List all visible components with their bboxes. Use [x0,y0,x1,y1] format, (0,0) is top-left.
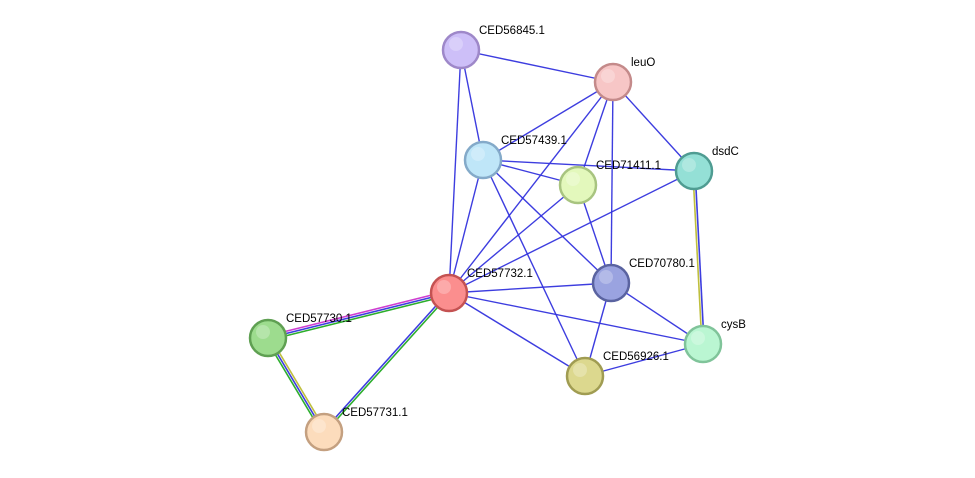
edge-evidence-line [694,170,705,344]
edge-dsdc-ced57732-1 [448,170,695,294]
edge-evidence-line [460,49,614,83]
edge-ced57439-1-ced56926-1 [482,159,586,377]
edge-ced70780-1-ced57732-1 [448,282,612,294]
edge-evidence-line [267,292,450,339]
edge-evidence-line [322,291,449,432]
edge-ced57732-1-ced57731-1 [322,291,451,434]
edge-evidence-line [448,49,462,294]
node-highlight [437,280,451,294]
edge-ced57439-1-ced70780-1 [482,159,612,284]
node-circle[interactable] [463,140,503,180]
edge-evidence-line [448,292,586,377]
edge-leuo-ced70780-1 [610,81,614,284]
node-label: CED71411.1 [596,160,661,172]
node-ced56845-1[interactable]: CED56845.1 [441,25,545,70]
edge-ced57732-1-ced56926-1 [448,292,586,377]
edge-ced57732-1-ced57730-1 [267,290,450,341]
node-highlight [566,172,580,186]
edge-evidence-line [448,81,614,294]
edge-evidence-line [448,282,612,294]
edge-leuo-dsdc [612,81,695,172]
node-dsdc[interactable]: dsdC [674,146,739,191]
edge-evidence-line [267,290,449,337]
node-label: CED57730.1 [286,313,352,325]
edge-evidence-line [324,293,451,434]
edge-evidence-line [448,170,695,294]
edge-evidence-line [482,159,612,284]
node-ced57732-1[interactable]: CED57732.1 [429,268,533,313]
node-circle[interactable] [441,30,481,70]
node-ced57439-1[interactable]: CED57439.1 [463,135,567,180]
edge-evidence-line [584,343,704,377]
node-ced70780-1[interactable]: CED70780.1 [591,258,695,303]
node-label: CED57732.1 [467,268,533,280]
edge-ced56845-1-leuo [460,49,614,83]
edge-ced57439-1-dsdc [482,159,695,172]
node-ced71411-1[interactable]: CED71411.1 [558,160,661,205]
node-highlight [256,325,270,339]
node-highlight [682,158,696,172]
edge-leuo-ced57732-1 [448,81,614,294]
edge-leuo-ced57439-1 [482,81,614,161]
edge-evidence-line [268,294,450,341]
node-label: CED56926.1 [603,351,669,363]
node-label: CED57439.1 [501,135,567,147]
node-label: CED70780.1 [629,258,695,270]
node-leuo[interactable]: leuO [593,57,655,102]
edge-evidence-line [448,292,704,345]
node-circle[interactable] [429,273,469,313]
edge-evidence-line [482,159,695,172]
node-label: leuO [631,57,655,69]
node-circle[interactable] [565,356,605,396]
edge-ced56845-1-ced57732-1 [448,49,462,294]
edge-ced57439-1-ced57732-1 [448,159,484,294]
edge-ced57732-1-cysb [448,292,704,345]
node-ced56926-1[interactable]: CED56926.1 [565,351,669,396]
edge-evidence-line [482,159,586,377]
node-circle[interactable] [683,324,723,364]
edge-evidence-line [482,81,614,161]
node-circle[interactable] [593,62,633,102]
node-circle[interactable] [674,151,714,191]
node-highlight [573,363,587,377]
node-highlight [449,37,463,51]
node-ced57731-1[interactable]: CED57731.1 [304,407,408,452]
edge-evidence-line [610,81,614,284]
node-circle[interactable] [248,318,288,358]
node-label: CED57731.1 [342,407,408,419]
node-label: dsdC [712,146,739,158]
edge-evidence-line [612,81,695,172]
edge-ced71411-1-ced57732-1 [448,184,579,294]
edge-cysb-ced56926-1 [584,343,704,377]
node-highlight [599,270,613,284]
edge-evidence-line [692,171,703,345]
node-circle[interactable] [304,412,344,452]
edges-layer [265,49,705,434]
edge-dsdc-cysb [692,170,705,345]
edge-evidence-line [448,159,484,294]
node-circle[interactable] [591,263,631,303]
node-circle[interactable] [558,165,598,205]
node-label: CED56845.1 [479,25,545,37]
node-highlight [312,419,326,433]
node-ced57730-1[interactable]: CED57730.1 [248,313,352,358]
node-cysb[interactable]: cysB [683,319,746,364]
edge-evidence-line [448,184,579,294]
node-label: cysB [721,319,746,331]
node-highlight [691,331,705,345]
node-highlight [601,69,615,83]
node-highlight [471,147,485,161]
